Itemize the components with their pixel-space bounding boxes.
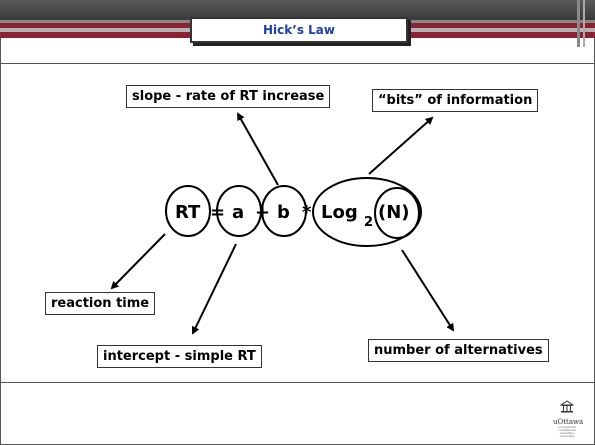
eq-rt: RT [175, 202, 201, 223]
label-alternatives: number of alternatives [368, 339, 549, 362]
slide-title: Hick’s Law [190, 17, 408, 43]
eq-n: (N) [378, 202, 410, 223]
arrow-to-bits [368, 116, 434, 175]
eq-subscript: 2 [364, 215, 373, 230]
eq-equals: = [210, 202, 225, 223]
header-bar [0, 0, 595, 20]
label-reaction-time: reaction time [45, 292, 156, 315]
uottawa-logo: uOttawa L'Université canadienne Canada's… [553, 399, 584, 438]
eq-log: Log [321, 202, 358, 223]
label-slope: slope - rate of RT increase [126, 85, 331, 108]
arrow-to-reaction-time [110, 233, 166, 290]
log-ellipse [312, 177, 422, 247]
eq-b: b [277, 202, 290, 223]
arrow-to-slope [237, 112, 279, 186]
label-intercept: intercept - simple RT [97, 345, 262, 368]
arrow-to-alternatives [401, 249, 455, 332]
bottom-divider [0, 382, 595, 383]
top-divider [0, 63, 595, 64]
label-bits: “bits” of information [372, 89, 539, 112]
n-circle [374, 187, 420, 239]
eq-times: * [302, 202, 312, 223]
b-circle [261, 185, 307, 237]
eq-a: a [232, 202, 244, 223]
header-right-column-2 [583, 0, 585, 47]
header-right-column [577, 0, 580, 47]
rt-circle [165, 185, 211, 237]
eq-plus: + [255, 202, 270, 223]
building-icon [559, 400, 575, 413]
arrow-to-intercept [192, 243, 237, 335]
logo-fine-print: L'Université canadienne Canada's univers… [558, 425, 576, 438]
logo-wordmark: uOttawa [553, 418, 584, 426]
